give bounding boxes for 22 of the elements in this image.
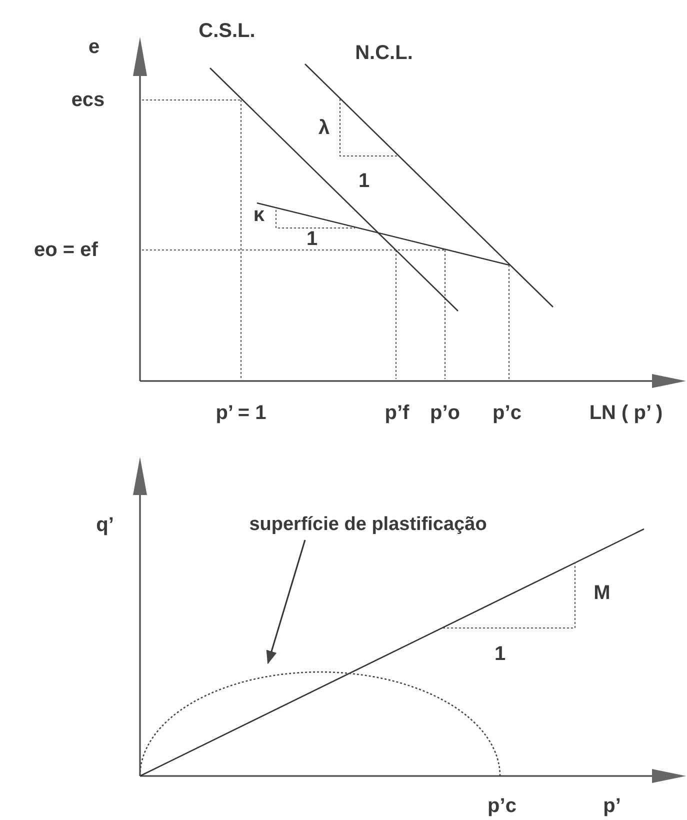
slope-label: M xyxy=(594,583,610,603)
yield-curve xyxy=(139,672,501,776)
axis-value: p’f xyxy=(384,403,410,423)
axis-value: p’c xyxy=(492,403,522,423)
slope-label: κ xyxy=(253,205,265,225)
slope-label: λ xyxy=(318,118,330,138)
slope-label: 1 xyxy=(358,171,370,191)
axis-value: p’c xyxy=(488,796,516,816)
axis-label: LN ( p’ ) xyxy=(589,403,663,423)
slope-label: 1 xyxy=(494,644,506,664)
axis-value: p’ = 1 xyxy=(216,403,266,423)
axis-label: e xyxy=(88,37,100,57)
line-label: N.C.L. xyxy=(355,43,413,63)
axis-value: eo = ef xyxy=(34,240,98,260)
axis-value: p’o xyxy=(430,403,460,423)
annotation-text: superfície de plastificação xyxy=(249,514,487,535)
axis-label: p’ xyxy=(603,796,621,816)
axis-value: ecs xyxy=(71,90,105,110)
slope-label: 1 xyxy=(306,229,318,249)
line-label: C.S.L. xyxy=(198,21,256,41)
leader-arrow xyxy=(266,540,306,664)
axis-label: q’ xyxy=(96,515,114,535)
